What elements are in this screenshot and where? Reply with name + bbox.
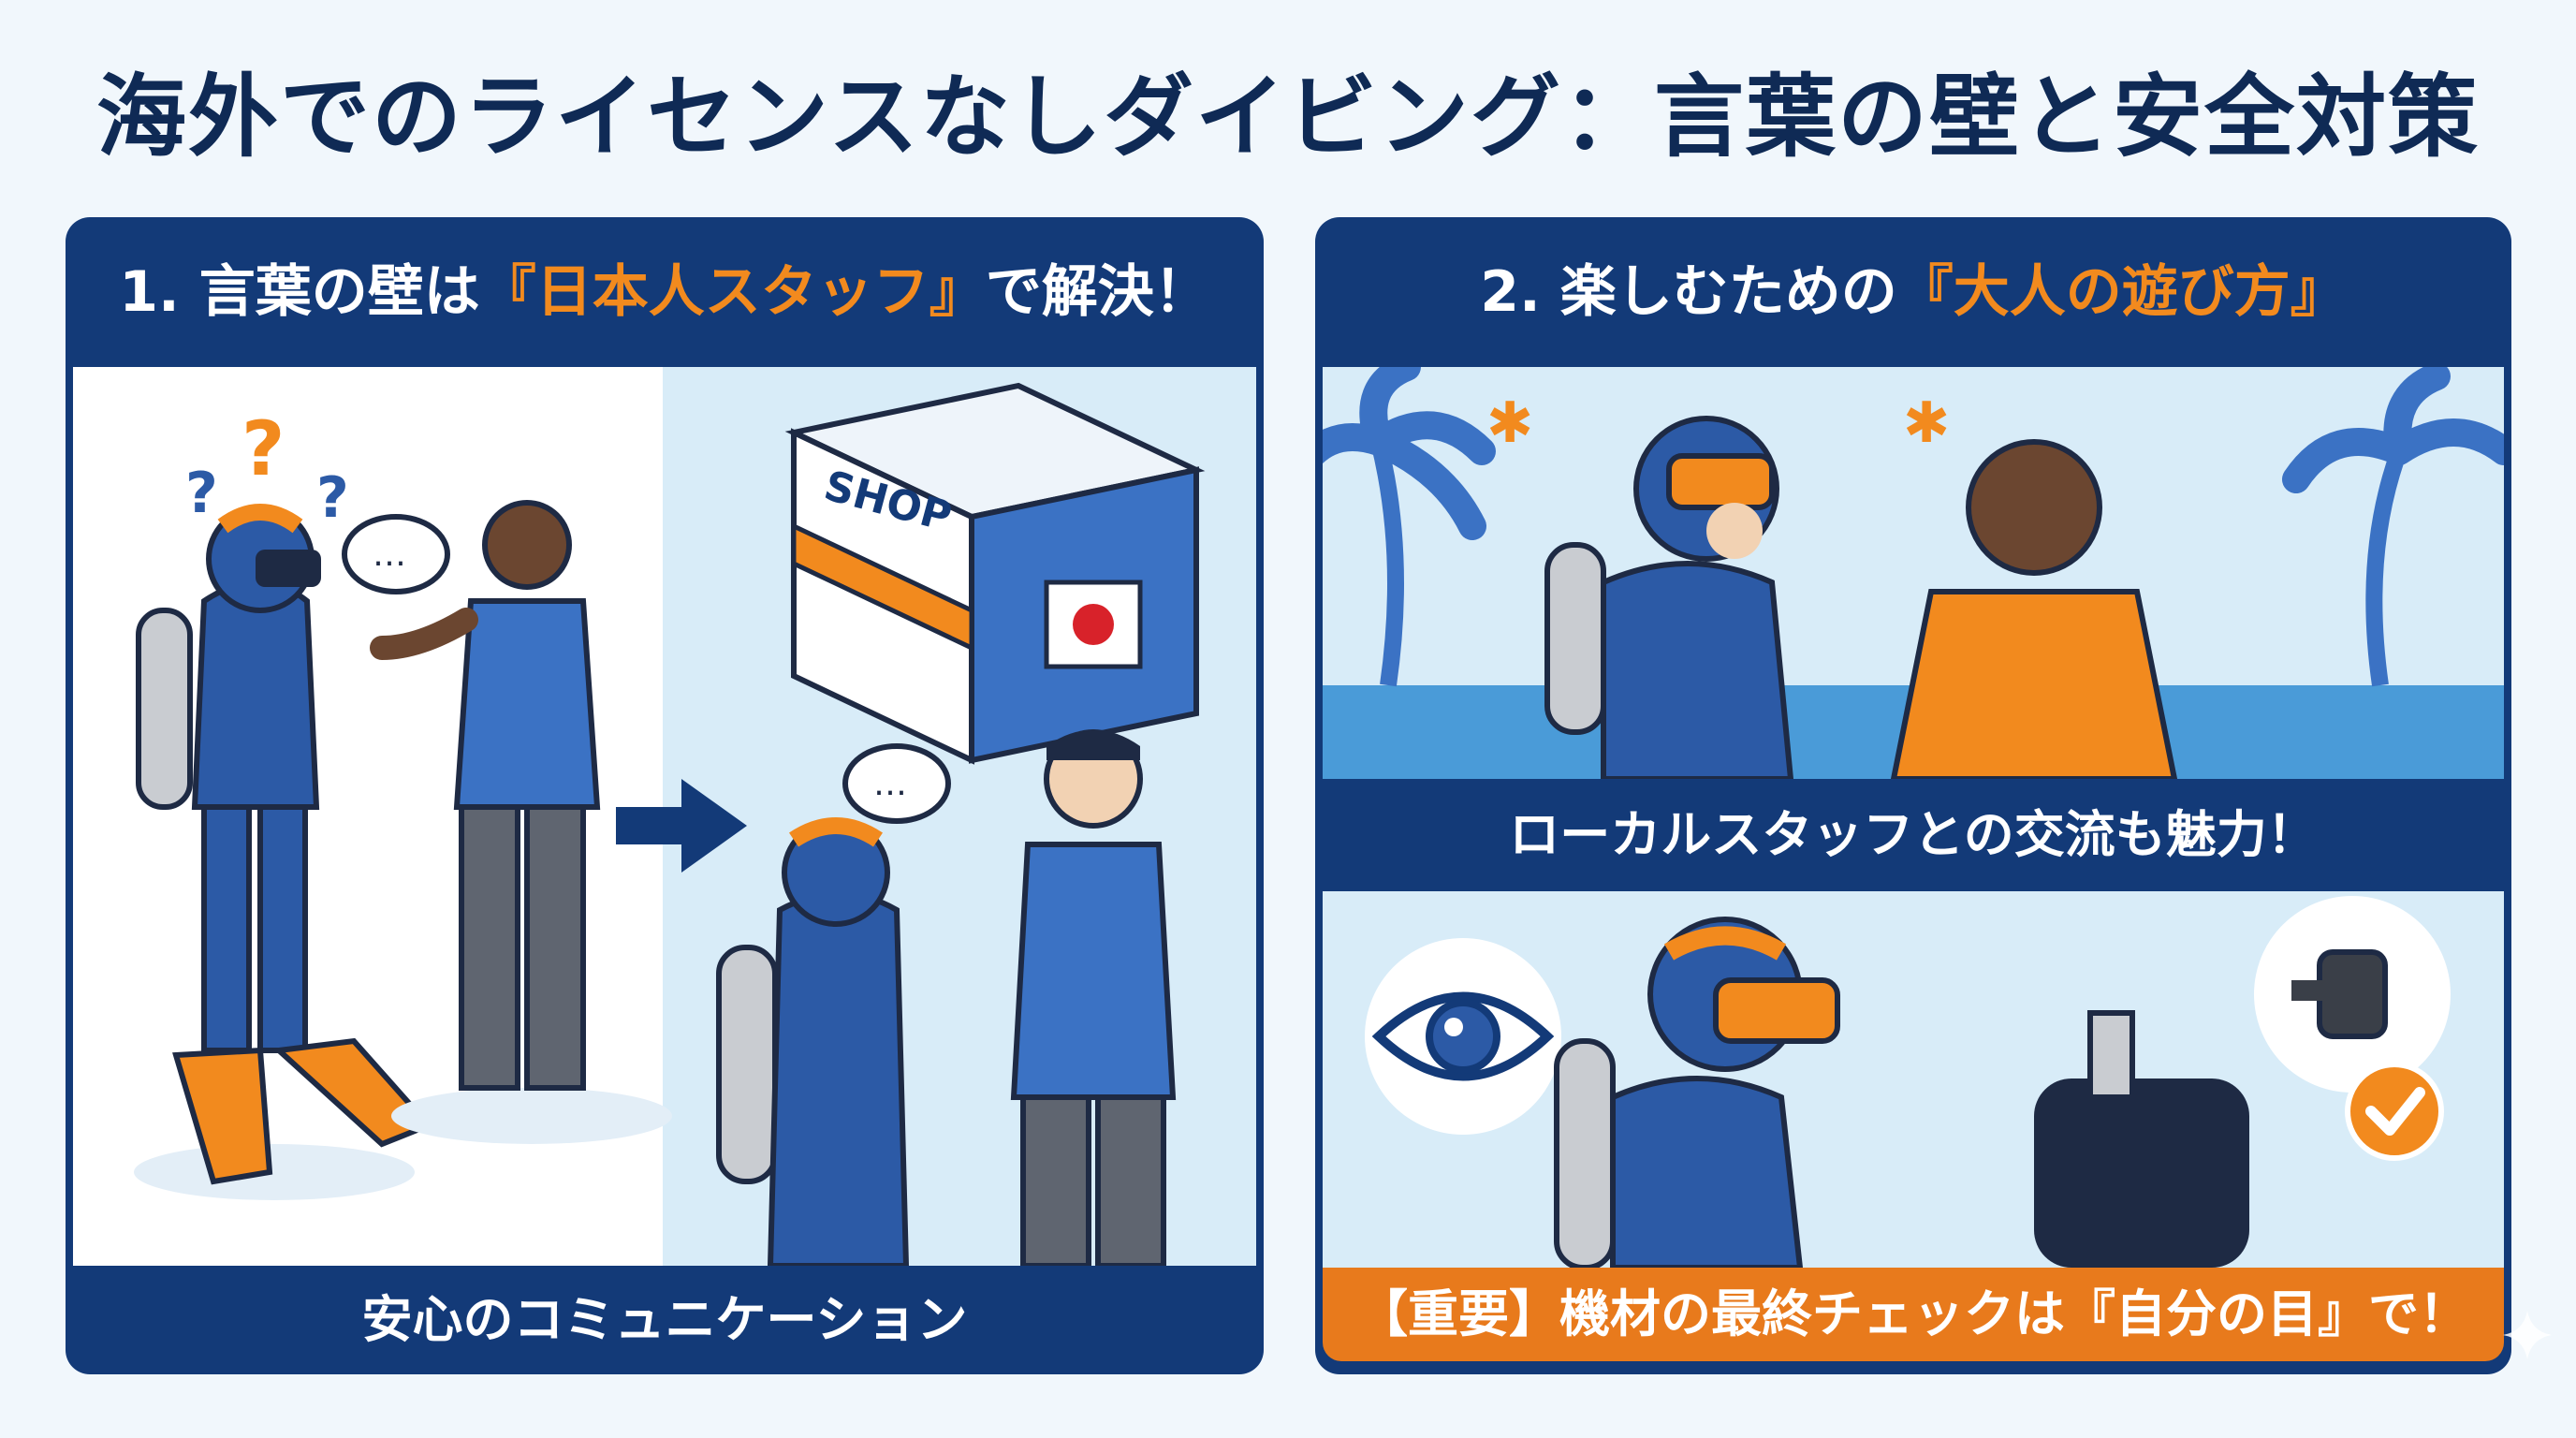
page-title: 海外でのライセンスなしダイビング：言葉の壁と安全対策 [95, 65, 2481, 169]
question-mark-icon: ? [185, 461, 218, 526]
diver-checking-gear [1554, 917, 2249, 1268]
panel2-heading-prefix: 2. 楽しむための [1480, 259, 1897, 325]
panel-adult-fun: 2. 楽しむための『大人の遊び方』 [1315, 217, 2511, 1374]
speech-bubble-icon: … [842, 743, 951, 824]
local-guide [370, 500, 672, 1144]
svg-text:✱: ✱ [1903, 390, 1950, 456]
panel2-scene1: ✱ ✱ [1323, 367, 2504, 779]
panel2-heading: 2. 楽しむための『大人の遊び方』 [1315, 217, 2511, 367]
svg-text:…: … [373, 536, 406, 574]
svg-text:…: … [873, 765, 907, 803]
palm-tree-icon [2282, 367, 2504, 687]
arrow-right-icon [616, 779, 747, 873]
diver-friend [1544, 416, 1794, 779]
important-caption-bar: 【重要】機材の最終チェックは『自分の目』で！ [1323, 1268, 2504, 1361]
confused-diver [134, 504, 434, 1200]
local-staff [1890, 439, 2178, 779]
panel1-heading-highlight: 『日本人スタッフ』 [479, 259, 986, 325]
regulator-icon [2254, 896, 2451, 1093]
panel-language-barrier: 1. 言葉の壁は『日本人スタッフ』で解決！ ? ? ? [66, 217, 1264, 1374]
panel1-heading-prefix: 1. 言葉の壁は [119, 259, 480, 325]
svg-text:✱: ✱ [1486, 390, 1533, 456]
question-mark-icon: ? [242, 405, 285, 492]
panel2-scene2 [1323, 891, 2504, 1268]
sparkle-icon [2503, 1311, 2552, 1359]
panel1-scene-svg: ? ? ? … [73, 367, 1256, 1266]
important-caption: 【重要】機材の最終チェックは『自分の目』で！ [1357, 1284, 2469, 1343]
panel1-heading-suffix: で解決！ [985, 259, 1210, 325]
question-mark-icon: ? [316, 465, 349, 531]
palm-tree-icon [1323, 367, 1496, 687]
panel2-scene1-svg: ✱ ✱ [1323, 367, 2504, 779]
happy-diver [716, 817, 910, 1266]
japanese-staff [1010, 729, 1177, 1266]
check-icon [2345, 1062, 2444, 1161]
eye-icon [1365, 938, 1561, 1135]
panel2-heading-highlight: 『大人の遊び方』 [1896, 259, 2347, 325]
speech-bubble-icon: … [342, 514, 450, 594]
panel1-heading: 1. 言葉の壁は『日本人スタッフ』で解決！ [66, 217, 1264, 367]
shop-building [784, 382, 1206, 765]
panel1-caption: 安心のコミュニケーション [361, 1290, 968, 1349]
panel2-scene2-svg [1323, 891, 2504, 1268]
panel2-scene1-caption: ローカルスタッフとの交流も魅力！ [1509, 805, 2318, 864]
panel1-illustration: ? ? ? … [73, 367, 1256, 1266]
